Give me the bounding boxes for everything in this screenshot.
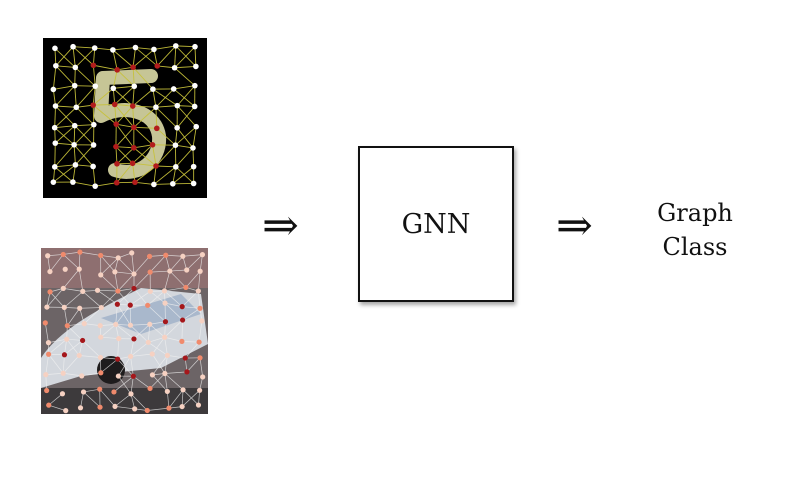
graph-class-label: Graph Class	[640, 196, 750, 264]
mnist-graph-image	[43, 38, 207, 198]
graph-class-line-2: Class	[662, 233, 728, 261]
input-arrow-icon: ⇒	[262, 200, 299, 251]
cifar-graph-image	[41, 248, 208, 414]
output-arrow-icon: ⇒	[556, 200, 593, 251]
gnn-box: GNN	[358, 146, 514, 302]
graph-class-line-1: Graph	[657, 199, 733, 227]
gnn-label: GNN	[401, 208, 471, 240]
